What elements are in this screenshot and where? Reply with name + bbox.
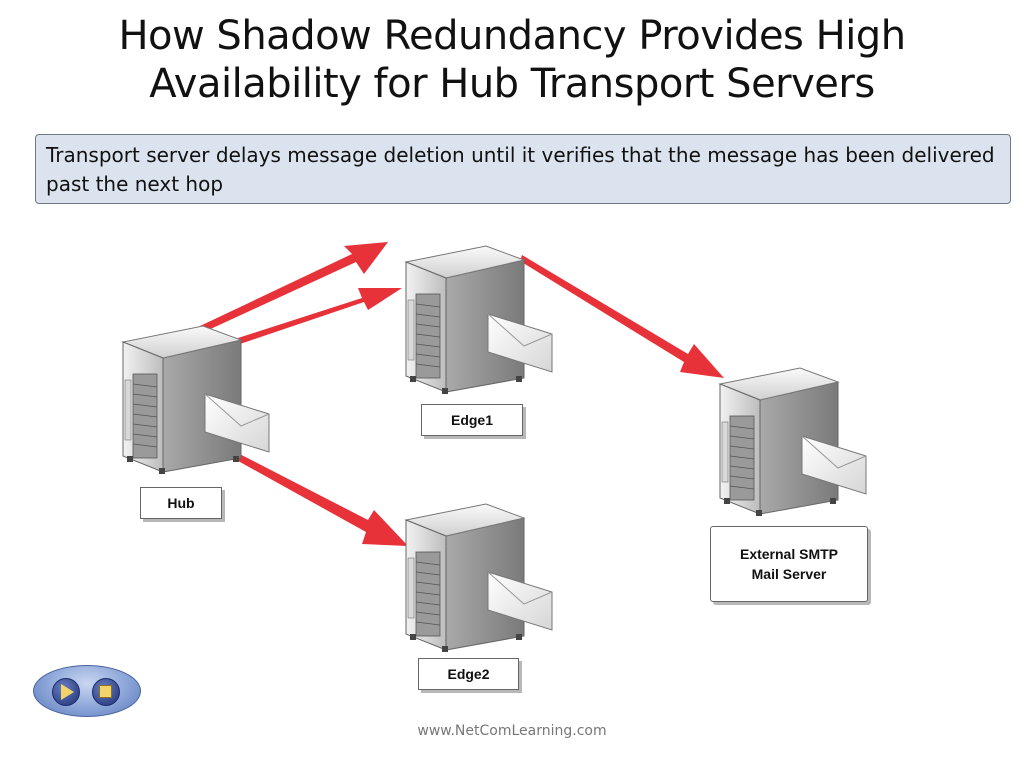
label-edge1: Edge1 bbox=[421, 404, 523, 436]
server-tower-icon bbox=[405, 503, 553, 653]
arrow-hub-to-edge1 bbox=[238, 288, 402, 344]
slide-title-line-1: How Shadow Redundancy Provides High bbox=[118, 13, 906, 59]
slide-title: How Shadow Redundancy Provides High Avai… bbox=[0, 12, 1024, 108]
play-icon bbox=[61, 684, 74, 700]
play-button[interactable] bbox=[52, 678, 80, 706]
arrow-edge1-to-external bbox=[520, 255, 724, 378]
server-tower-icon bbox=[405, 245, 553, 395]
stop-icon bbox=[99, 685, 112, 698]
slide-navigation bbox=[33, 665, 141, 717]
server-tower-icon bbox=[122, 325, 270, 475]
callout-box: Transport server delays message deletion… bbox=[35, 134, 1011, 204]
flow-arrows bbox=[200, 242, 724, 546]
server-hub bbox=[122, 325, 270, 475]
footer-url[interactable]: www.NetComLearning.com bbox=[417, 723, 607, 739]
arrow-hub-to-edge1-upper bbox=[200, 242, 388, 332]
label-edge2: Edge2 bbox=[418, 658, 519, 690]
server-edge1 bbox=[405, 245, 553, 395]
server-edge2 bbox=[405, 503, 553, 653]
arrow-hub-to-edge2 bbox=[222, 446, 408, 546]
stop-button[interactable] bbox=[92, 678, 120, 706]
server-tower-icon bbox=[719, 367, 867, 517]
label-external-smtp: External SMTP Mail Server bbox=[710, 526, 868, 602]
server-external-smtp bbox=[719, 367, 867, 517]
slide-title-line-2: Availability for Hub Transport Servers bbox=[149, 61, 875, 107]
label-hub: Hub bbox=[140, 487, 222, 519]
